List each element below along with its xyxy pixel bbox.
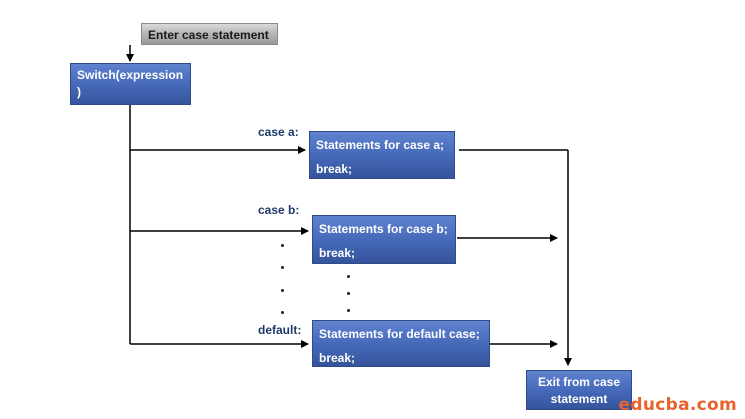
case-a-label: case a: (258, 125, 299, 139)
default-label: default: (258, 323, 302, 337)
enter-case-statement-box: Enter case statement (141, 23, 278, 45)
ellipsis-dot (347, 309, 350, 312)
case-b-break-text: break; (319, 246, 356, 260)
case-b-label: case b: (258, 203, 300, 217)
exit-case-statement-box: Exit from case statement (526, 370, 632, 410)
case-a-statement-text: Statements for case a; (316, 138, 445, 152)
switch-expression-box: Switch(expression ) (70, 63, 191, 105)
educba-watermark: educba.com (618, 395, 737, 415)
case-b-statement-text: Statements for case b; (319, 222, 448, 236)
ellipsis-dot (347, 292, 350, 295)
ellipsis-dot (281, 266, 284, 269)
switch-expression-line1: Switch(expression (77, 68, 184, 82)
default-statement-text: Statements for default case; (319, 327, 480, 341)
ellipsis-dot (281, 244, 284, 247)
default-break-text: break; (319, 351, 356, 365)
enter-case-statement-label: Enter case statement (148, 28, 269, 42)
ellipsis-dot (281, 289, 284, 292)
ellipsis-dot (281, 311, 284, 314)
case-b-statements-box: Statements for case b; break; (312, 215, 456, 264)
exit-line1: Exit from case (537, 375, 621, 389)
case-a-break-text: break; (316, 162, 353, 176)
exit-line2: statement (550, 392, 608, 406)
case-a-statements-box: Statements for case a; break; (309, 131, 455, 179)
default-statements-box: Statements for default case; break; (312, 320, 490, 367)
switch-expression-line2: ) (77, 85, 81, 99)
ellipsis-dot (347, 275, 350, 278)
